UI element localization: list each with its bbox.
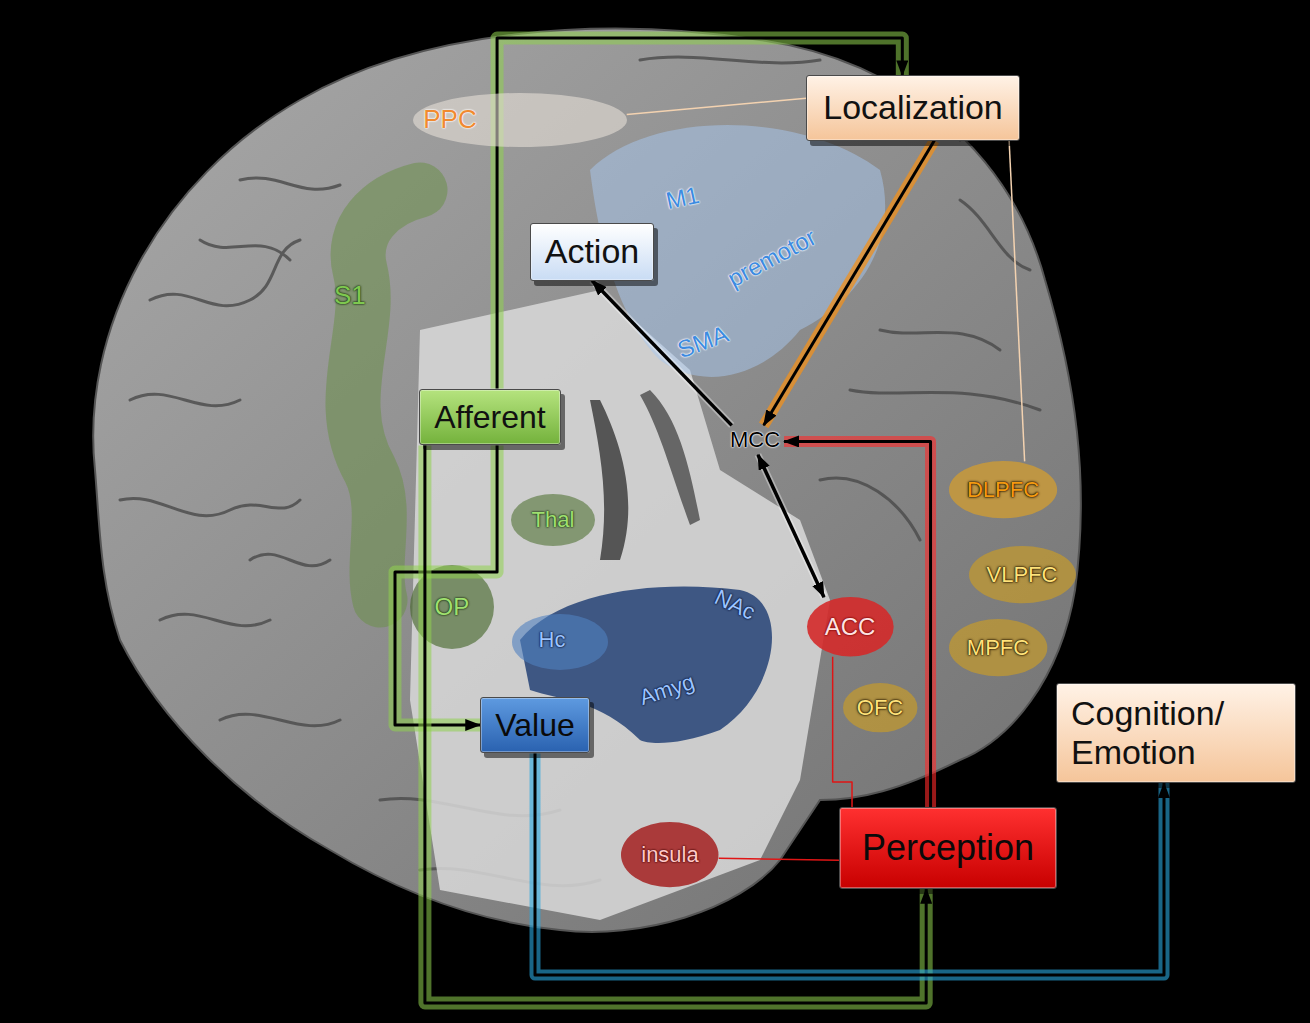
node-text: DLPFC — [967, 477, 1039, 502]
region-label: SMA — [674, 321, 732, 364]
ventricle — [640, 390, 700, 525]
node-text: MPFC — [967, 635, 1029, 660]
sulcus — [130, 394, 240, 406]
node-text: Afferent — [434, 399, 545, 436]
connector-line — [425, 445, 926, 1003]
connector-line — [627, 98, 806, 114]
connector — [1009, 141, 1025, 462]
node-text: ACC — [825, 613, 876, 641]
sulcus — [150, 240, 300, 306]
region-label: S1 — [334, 281, 366, 310]
region-ellipse-fill — [969, 546, 1076, 603]
connector — [535, 753, 1164, 975]
sulcus — [200, 240, 290, 260]
connector-line — [395, 445, 497, 725]
concept-box: Afferent — [419, 389, 560, 446]
region-ellipse-fill — [843, 683, 917, 732]
region-ellipse: ACC — [807, 597, 894, 657]
node-text: Cognition/ Emotion — [1071, 694, 1281, 772]
connector-line — [758, 455, 824, 598]
node-text: Action — [545, 232, 640, 271]
region-label: NAc — [711, 585, 759, 624]
sulcus — [120, 498, 300, 515]
region-label: Thal — [532, 508, 575, 532]
region-ellipse: insula — [621, 822, 718, 887]
region-label: M1 — [663, 182, 701, 215]
connector — [425, 445, 926, 1003]
sulcus — [250, 554, 330, 566]
connector-glow — [592, 281, 732, 426]
concept-box: Action — [530, 223, 655, 280]
connector-glow — [758, 455, 824, 598]
region-label: OP — [435, 594, 470, 620]
sulcus — [640, 57, 820, 63]
connector-line — [833, 657, 852, 808]
sulcus — [160, 614, 270, 626]
connector-glow — [764, 141, 935, 426]
connector-line — [535, 753, 1164, 975]
ventricle — [590, 400, 628, 560]
connector — [833, 657, 852, 808]
node-text: Localization — [823, 88, 1003, 127]
sulcus — [960, 200, 1030, 270]
region-ellipse-fill — [949, 461, 1057, 518]
region-ellipse: DLPFC — [949, 461, 1057, 518]
region-ellipse: OFC — [843, 683, 917, 732]
connector — [627, 98, 806, 114]
connector — [719, 858, 839, 860]
thalamus-region — [511, 494, 595, 546]
region-ellipse: MPFC — [949, 619, 1047, 676]
cutaway-section — [410, 290, 830, 920]
region-patch: PPC — [413, 93, 626, 147]
region-ellipse: VLPFC — [969, 546, 1076, 603]
node-text: insula — [641, 842, 698, 867]
concept-box: Cognition/ Emotion — [1056, 683, 1296, 783]
node-text: OFC — [857, 695, 903, 720]
connector-glow — [425, 445, 926, 1003]
connector-glow — [784, 441, 930, 807]
node-text: Perception — [862, 827, 1034, 868]
brain-surface — [93, 29, 1081, 932]
hippocampus-region — [512, 614, 608, 670]
region-label: Hc — [539, 628, 566, 652]
region-label-node: MCC — [726, 425, 784, 454]
connector — [764, 141, 935, 426]
connector — [395, 445, 497, 725]
connector-line — [1009, 141, 1025, 462]
connector — [758, 455, 824, 598]
connector-glow — [535, 753, 1164, 975]
node-text: MCC — [730, 427, 780, 452]
sulcus — [850, 390, 1040, 410]
concept-box: Perception — [839, 807, 1057, 888]
connector-line — [719, 858, 839, 860]
node-text: PPC — [423, 105, 476, 135]
region-ellipse-fill — [807, 597, 894, 657]
sulcus — [880, 330, 1000, 350]
connector-line — [764, 141, 935, 426]
sulcus — [240, 178, 340, 189]
connector-glow — [395, 445, 497, 725]
concept-box: Localization — [806, 75, 1020, 140]
sulcus — [820, 478, 920, 540]
connector — [592, 281, 732, 426]
region-ellipse-fill — [621, 822, 718, 887]
sulcus — [220, 714, 340, 726]
connector — [784, 441, 930, 807]
connector-line — [784, 441, 930, 807]
connector-line — [592, 281, 732, 426]
concept-box: Value — [480, 697, 589, 754]
somatosensory-region — [353, 190, 420, 600]
node-text: Value — [495, 707, 574, 744]
region-label: premotor — [723, 224, 820, 292]
region-label: Amyg — [637, 670, 698, 710]
node-text: VLPFC — [987, 562, 1058, 587]
region-ellipse-fill — [949, 619, 1047, 676]
